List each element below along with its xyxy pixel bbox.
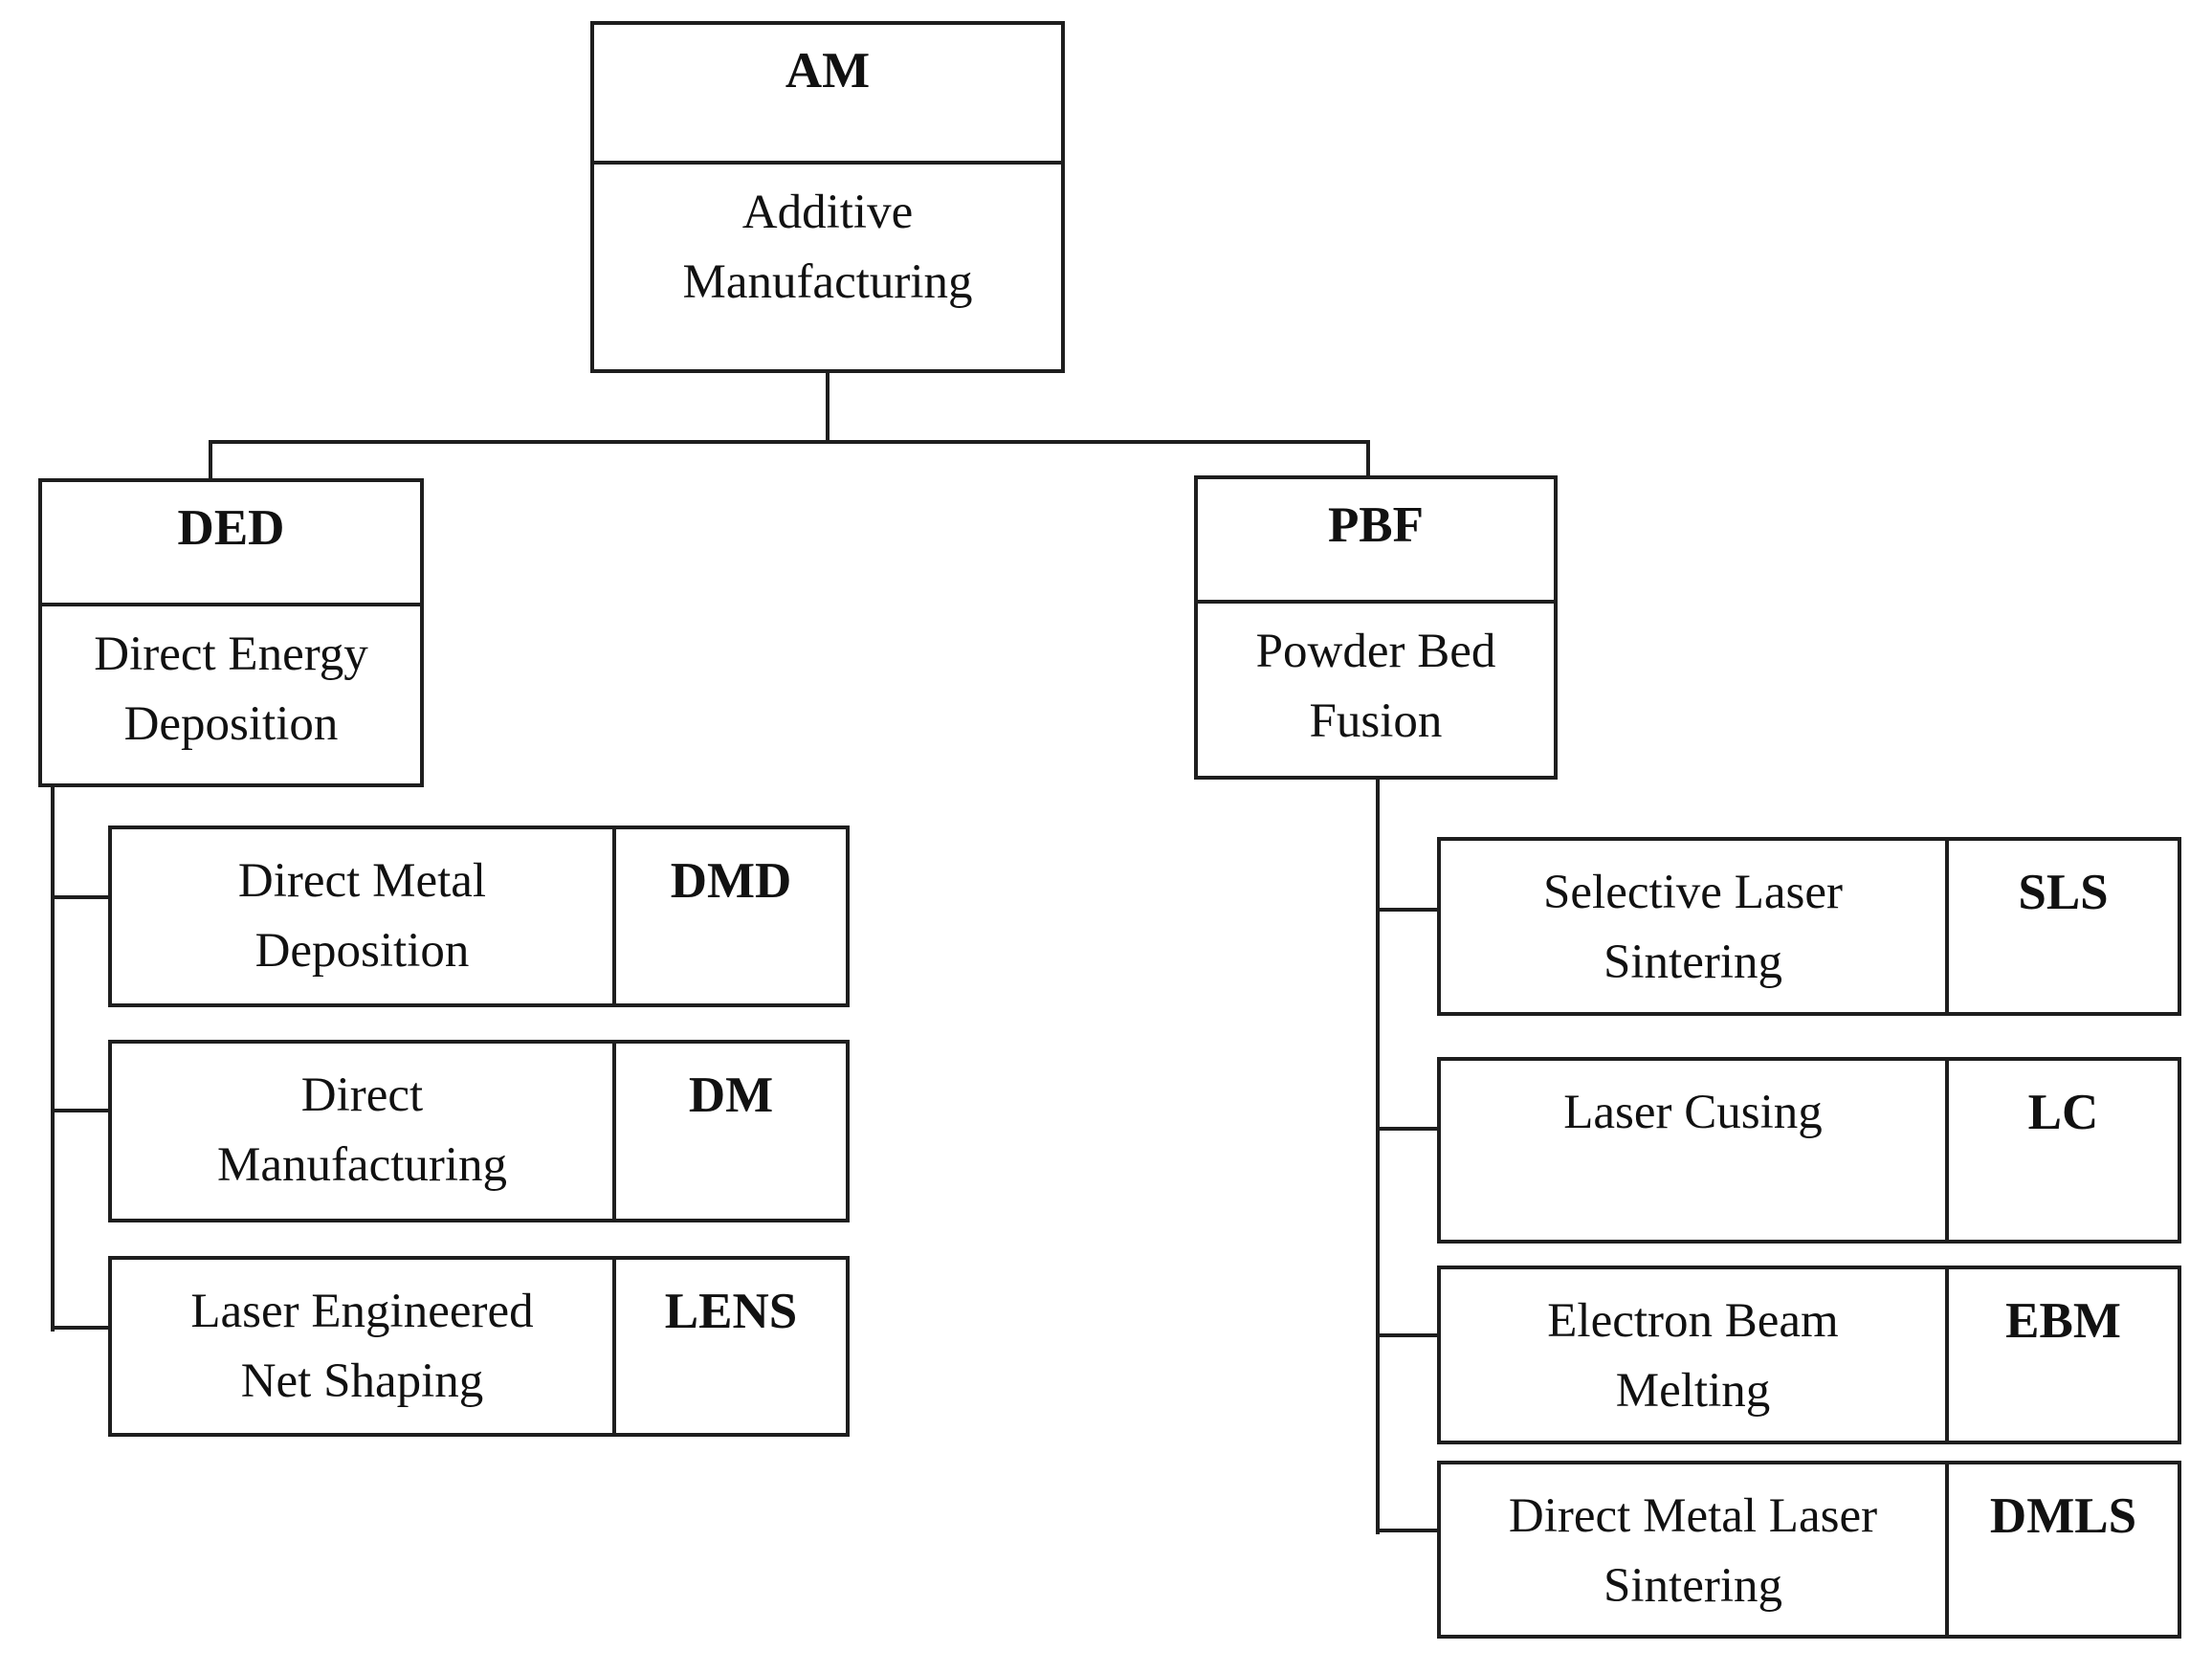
node-ebm-name: Electron Beam Melting (1441, 1269, 1949, 1441)
node-lens-acronym: LENS (664, 1284, 798, 1339)
node-dmd-acronym: DMD (670, 853, 792, 909)
connector-tick-dmls (1376, 1529, 1437, 1532)
node-sls-acronym: SLS (2018, 865, 2109, 920)
node-am-name: Additive Manufacturing (682, 186, 973, 309)
connector-tick-dmd (51, 895, 108, 899)
node-dmd-name: Direct Metal Deposition (112, 829, 616, 1003)
node-dmd: Direct Metal Deposition DMD (108, 825, 850, 1007)
connector-am-stem (826, 373, 830, 444)
node-pbf-name: Powder Bed Fusion (1255, 625, 1496, 748)
node-lc-name: Laser Cusing (1441, 1061, 1949, 1240)
node-pbf: PBF Powder Bed Fusion (1194, 475, 1558, 780)
connector-drop-pbf (1366, 440, 1370, 479)
node-sls: Selective Laser Sintering SLS (1437, 837, 2181, 1016)
connector-tick-ebm (1376, 1333, 1437, 1337)
node-am: AM Additive Manufacturing (590, 21, 1065, 373)
node-lens: Laser Engineered Net Shaping LENS (108, 1256, 850, 1437)
node-dmls: Direct Metal Laser Sintering DMLS (1437, 1461, 2181, 1639)
node-ded-acronym: DED (42, 482, 420, 606)
node-am-acronym: AM (594, 25, 1061, 165)
node-pbf-acronym: PBF (1198, 479, 1554, 604)
node-lc-acronym: LC (2027, 1085, 2099, 1140)
connector-spine-ded (51, 784, 55, 1332)
node-dm: Direct Manufacturing DM (108, 1040, 850, 1222)
connector-tick-lens (51, 1326, 108, 1330)
node-dmls-name: Direct Metal Laser Sintering (1441, 1464, 1949, 1635)
connector-tick-lc (1376, 1127, 1437, 1131)
node-ebm: Electron Beam Melting EBM (1437, 1266, 2181, 1444)
node-sls-name: Selective Laser Sintering (1441, 841, 1949, 1012)
connector-drop-ded (209, 440, 212, 482)
node-ded-name: Direct Energy Deposition (94, 627, 368, 751)
connector-tick-sls (1376, 908, 1437, 912)
node-ded: DED Direct Energy Deposition (38, 478, 424, 787)
connector-tick-dm (51, 1109, 108, 1112)
node-dm-acronym: DM (688, 1068, 774, 1123)
node-dmls-acronym: DMLS (1989, 1488, 2137, 1544)
node-lens-name: Laser Engineered Net Shaping (112, 1260, 616, 1433)
connector-rail (209, 440, 1370, 444)
node-dm-name: Direct Manufacturing (112, 1044, 616, 1219)
node-lc: Laser Cusing LC (1437, 1057, 2181, 1244)
node-ebm-acronym: EBM (2005, 1293, 2121, 1349)
connector-spine-pbf (1376, 777, 1380, 1534)
